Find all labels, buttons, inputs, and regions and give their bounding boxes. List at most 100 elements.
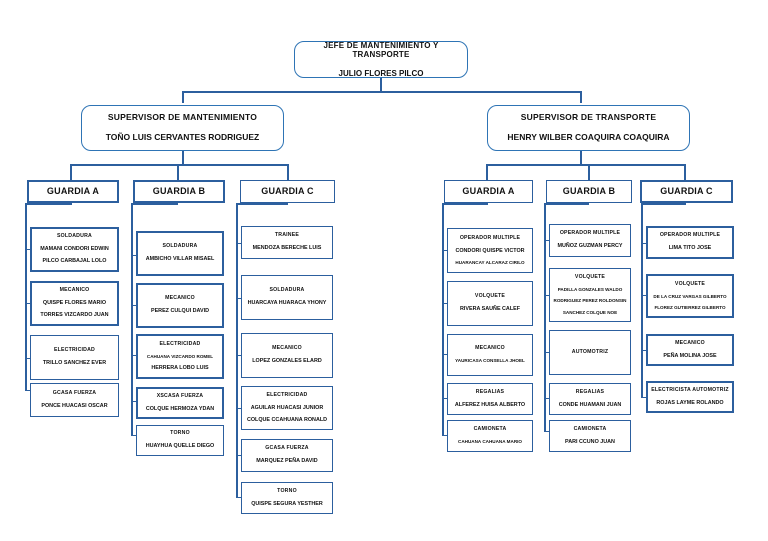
- connector-mant-a-spine: [25, 203, 27, 390]
- role-person-name: MUÑOZ GUZMAN PERCY: [557, 243, 623, 250]
- connector-to-guardia-trans-c: [684, 164, 686, 180]
- node-supervisor-mantenimiento[interactable]: SUPERVISOR DE MANTENIMIENTO TOÑO LUIS CE…: [81, 105, 284, 151]
- role-box-trans-b-volquete[interactable]: VOLQUETE PADILLA GONZALES WALDO RODRIGUE…: [549, 268, 631, 322]
- role-person-name: PEÑA MOLINA JOSE: [663, 352, 717, 359]
- role-person-name: RIVERA SAUÑE CALEF: [460, 306, 520, 313]
- role-person-name: HERRERA LOBO LUIS: [151, 365, 209, 372]
- role-person-name: LIMA TITO JOSE: [668, 245, 712, 252]
- role-box-trans-c-volquete[interactable]: VOLQUETE DE LA CRUZ VARGAS GILBERTO FLOR…: [646, 274, 734, 318]
- connector-trans-a-stub-1: [442, 303, 447, 304]
- node-person-name: JULIO FLORES PILCO: [338, 68, 424, 78]
- node-guardia-transporte-a[interactable]: GUARDIA A: [444, 180, 533, 203]
- role-box-mant-a-electricidad[interactable]: ELECTRICIDAD TRILLO SANCHEZ EVER: [30, 335, 119, 380]
- role-box-trans-a-regalias[interactable]: REGALIAS ALFEREZ HUISA ALBERTO: [447, 383, 533, 415]
- role-box-mant-c-electricidad[interactable]: ELECTRICIDAD AGUILAR HUACASI JUNIOR COLQ…: [241, 386, 333, 430]
- role-box-trans-c-mecanico[interactable]: MECANICO PEÑA MOLINA JOSE: [646, 334, 734, 366]
- role-box-mant-b-electricidad[interactable]: ELECTRICIDAD CAHUANA VIZCARDO ROMEL HERR…: [136, 334, 224, 379]
- role-box-trans-b-automotriz[interactable]: AUTOMOTRIZ: [549, 330, 631, 375]
- node-title: GUARDIA C: [261, 186, 314, 197]
- connector-trans-a-stub-0: [442, 250, 447, 251]
- role-box-mant-a-gcasa-fuerza[interactable]: GCASA FUERZA PONCE HUACASI OSCAR: [30, 383, 119, 417]
- role-box-mant-c-soldadura[interactable]: SOLDADURA HUARCAYA HUARACA YHONY: [241, 275, 333, 320]
- role-title: XSCASA FUERZA: [156, 392, 204, 399]
- connector-trans-c-stub-1: [641, 295, 646, 296]
- connector-mant-c-drop: [236, 203, 288, 205]
- node-guardia-mantenimiento-c[interactable]: GUARDIA C: [240, 180, 335, 203]
- role-title: CAMIONETA: [473, 426, 507, 433]
- node-guardia-mantenimiento-a[interactable]: GUARDIA A: [27, 180, 119, 203]
- connector-trans-b-stub-0: [544, 240, 549, 241]
- connector-mant-b-stub-4: [131, 435, 136, 436]
- role-box-trans-c-electricista-automotriz[interactable]: ELECTRICISTA AUTOMOTRIZ ROJAS LAYME ROLA…: [646, 381, 734, 413]
- connector-mant-a-stub-1: [25, 303, 30, 304]
- role-title: GCASA FUERZA: [265, 445, 309, 452]
- role-title: SOLDADURA: [269, 287, 305, 294]
- role-box-trans-b-operador-multiple[interactable]: OPERADOR MULTIPLE MUÑOZ GUZMAN PERCY: [549, 224, 631, 257]
- role-person-name: TORRES VIZCARDO JUAN: [40, 312, 109, 319]
- connector-trans-guardia-bus: [486, 164, 685, 166]
- connector-mant-b-stub-1: [131, 305, 136, 306]
- connector-trans-c-stub-0: [641, 243, 646, 244]
- role-box-mant-c-trainee[interactable]: TRAINEE MENDOZA BERECHE LUIS: [241, 226, 333, 259]
- node-guardia-transporte-c[interactable]: GUARDIA C: [640, 180, 733, 203]
- connector-trans-c-stub-2: [641, 350, 646, 351]
- role-box-trans-a-mecanico[interactable]: MECANICO YAURICASA CONSELLA JHOEL: [447, 334, 533, 376]
- role-box-mant-a-soldadura[interactable]: SOLDADURA MAMANI CONDORI EDWIN PILCO CAR…: [30, 227, 119, 272]
- role-box-mant-a-mecanico[interactable]: MECANICO QUISPE FLORES MARIO TORRES VIZC…: [30, 281, 119, 326]
- role-box-mant-b-xscasa-fuerza[interactable]: XSCASA FUERZA COLQUE HERMOZA YDAN: [136, 387, 224, 419]
- connector-trans-b-stub-1: [544, 295, 549, 296]
- connector-mant-c-stub-3: [236, 408, 241, 409]
- connector-to-guardia-mant-c: [287, 164, 289, 180]
- role-person-name: ROJAS LAYME ROLANDO: [656, 399, 724, 406]
- role-box-trans-a-camioneta[interactable]: CAMIONETA CAHUANA CAHUANA MARIO: [447, 420, 533, 452]
- role-person-name: HUARANCAY ALCARAZ CIRILO: [455, 259, 525, 265]
- role-title: MECANICO: [475, 345, 505, 352]
- role-title: ELECTRICIDAD: [159, 340, 201, 347]
- role-title: REGALIAS: [575, 388, 605, 395]
- connector-mant-supervisor-stem: [182, 151, 184, 164]
- node-guardia-transporte-b[interactable]: GUARDIA B: [546, 180, 632, 203]
- role-box-mant-c-torno[interactable]: TORNO QUISPE SEGURA YESTHER: [241, 482, 333, 514]
- connector-mant-a-drop: [25, 203, 72, 205]
- connector-trans-b-stub-4: [544, 431, 549, 432]
- node-title: GUARDIA C: [660, 186, 713, 197]
- role-box-trans-b-regalias[interactable]: REGALIAS CONDE HUAMANI JUAN: [549, 383, 631, 415]
- node-title: GUARDIA A: [46, 186, 100, 197]
- connector-mant-b-stub-0: [131, 255, 136, 256]
- connector-mant-c-spine: [236, 203, 238, 497]
- node-title: GUARDIA B: [152, 186, 206, 197]
- role-person-name: FLOREZ GUTIERREZ GILBERTO: [654, 304, 726, 310]
- role-box-trans-c-operador-multiple[interactable]: OPERADOR MULTIPLE LIMA TITO JOSE: [646, 226, 734, 259]
- role-box-trans-a-operador-multiple[interactable]: OPERADOR MULTIPLE CONDORI QUISPE VICTOR …: [447, 228, 533, 273]
- role-person-name: YAURICASA CONSELLA JHOEL: [455, 358, 525, 364]
- role-box-mant-b-torno[interactable]: TORNO HUAYHUA QUELLE DIEGO: [136, 425, 224, 456]
- role-box-mant-c-mecanico[interactable]: MECANICO LOPEZ GONZALES ELARD: [241, 333, 333, 378]
- role-box-mant-b-soldadura[interactable]: SOLDADURA AMBICHO VILLAR MISAEL: [136, 231, 224, 276]
- connector-to-guardia-trans-b: [588, 164, 590, 180]
- role-title: MECANICO: [59, 287, 90, 294]
- role-box-mant-b-mecanico[interactable]: MECANICO PEREZ CULQUI DAVID: [136, 283, 224, 328]
- role-box-trans-b-camioneta[interactable]: CAMIONETA PARI CCUNO JUAN: [549, 420, 631, 452]
- connector-trans-c-stub-3: [641, 397, 646, 398]
- role-title: TORNO: [170, 430, 190, 437]
- role-title: OPERADOR MULTIPLE: [659, 232, 721, 239]
- role-title: MECANICO: [675, 339, 705, 346]
- role-box-trans-a-volquete[interactable]: VOLQUETE RIVERA SAUÑE CALEF: [447, 281, 533, 326]
- node-person-name: HENRY WILBER COAQUIRA COAQUIRA: [507, 132, 670, 142]
- role-person-name: CAHUANA CAHUANA MARIO: [458, 439, 522, 445]
- node-person-name: TOÑO LUIS CERVANTES RODRIGUEZ: [105, 132, 260, 142]
- connector-to-guardia-mant-b: [177, 164, 179, 180]
- role-person-name: RODRIGUEZ PEREZ ROLDONSIN: [553, 298, 627, 304]
- role-title: VOLQUETE: [574, 274, 606, 281]
- node-jefe-mantenimiento-transporte[interactable]: JEFE DE MANTENIMIENTO Y TRANSPORTE JULIO…: [294, 41, 468, 78]
- role-person-name: LOPEZ GONZALES ELARD: [252, 358, 322, 365]
- role-title: OPERADOR MULTIPLE: [559, 230, 621, 237]
- connector-mant-a-stub-2: [25, 358, 30, 359]
- role-person-name: COLQUE CCAHUANA RONALD: [246, 416, 328, 423]
- role-person-name: PEREZ CULQUI DAVID: [150, 308, 209, 315]
- node-guardia-mantenimiento-b[interactable]: GUARDIA B: [133, 180, 225, 203]
- connector-mant-b-stub-2: [131, 355, 136, 356]
- node-supervisor-transporte[interactable]: SUPERVISOR DE TRANSPORTE HENRY WILBER CO…: [487, 105, 690, 151]
- connector-mant-b-stub-3: [131, 401, 136, 402]
- role-box-mant-c-gcasa-fuerza[interactable]: GCASA FUERZA MARQUEZ PEÑA DAVID: [241, 439, 333, 472]
